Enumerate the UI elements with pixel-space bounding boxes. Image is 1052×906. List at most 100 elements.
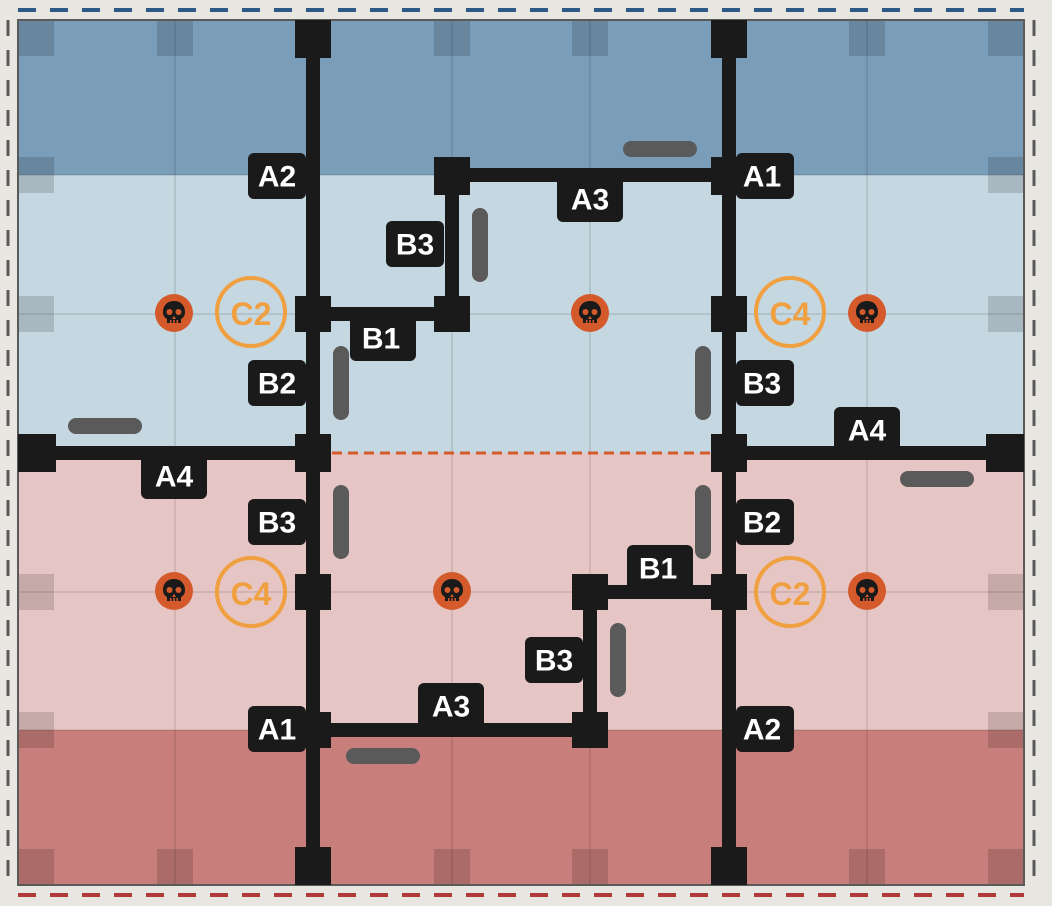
grid-anchor [988, 296, 1024, 332]
objective-label: C2 [231, 296, 272, 332]
wall-node [295, 20, 331, 58]
grid-anchors [18, 20, 1024, 885]
barricade [472, 208, 488, 282]
wall-node [711, 296, 747, 332]
wall-label-b3-top-right: B3 [736, 360, 794, 406]
barricade [623, 141, 697, 157]
wall-node [711, 434, 747, 472]
barricades [68, 141, 974, 764]
wall-label-b1-top: B1 [350, 315, 416, 361]
edge-markers [6, 8, 1036, 897]
wall-node [295, 296, 331, 332]
skull-icon [155, 572, 193, 610]
grid-anchor [18, 20, 54, 56]
wall-label-a4-right: A4 [834, 407, 900, 453]
objective-label: C4 [231, 576, 272, 612]
wall-label-text: A3 [432, 691, 470, 724]
wall-label-text: A1 [258, 714, 296, 747]
wall-label-text: B1 [362, 323, 400, 356]
grid-anchor [988, 157, 1024, 193]
barricade [346, 748, 420, 764]
wall-label-text: A2 [743, 714, 781, 747]
wall-label-b2-bottom-right: B2 [736, 499, 794, 545]
objectives: C2 C4 C4 C2 [215, 276, 826, 628]
barricade [695, 485, 711, 559]
grid-anchor [988, 849, 1024, 885]
wall-label-b3-bottom: B3 [525, 637, 583, 683]
skull-icon [433, 572, 471, 610]
skull-icon [571, 294, 609, 332]
zones [18, 20, 1024, 885]
wall-label-a2-top-left: A2 [248, 153, 306, 199]
objective-marker-icon: C4 [754, 276, 826, 348]
grid-anchor [572, 849, 608, 885]
grid-anchor [434, 849, 470, 885]
barricade [900, 471, 974, 487]
wall-label-a1-top-right: A1 [736, 153, 794, 199]
objective-marker-icon: C4 [215, 556, 287, 628]
wall-label-text: A1 [743, 161, 781, 194]
wall-label-a3-top: A3 [557, 176, 623, 222]
wall-label-text: B3 [535, 645, 573, 678]
wall-label-text: B1 [639, 553, 677, 586]
wall-label-b3-top-left: B3 [386, 221, 444, 267]
objective-label: C4 [770, 296, 811, 332]
wall-label-text: B3 [258, 507, 296, 540]
objective-marker-icon: C2 [754, 556, 826, 628]
wall-node [434, 296, 470, 332]
wall-label-text: B3 [743, 368, 781, 401]
wall-node [711, 20, 747, 58]
wall-node [986, 434, 1024, 472]
barricade [333, 346, 349, 420]
wall-node [711, 847, 747, 885]
wall-labels: A2 A3 A1 B3 B1 B2 B3 A4 [141, 153, 900, 752]
grid-anchor [18, 296, 54, 332]
wall-label-a3-bottom: A3 [418, 683, 484, 729]
grid-anchor [18, 574, 54, 610]
wall-node [295, 574, 331, 610]
wall-label-text: B2 [743, 507, 781, 540]
wall-node [572, 712, 608, 748]
grid-anchor [988, 574, 1024, 610]
wall-label-text: A4 [155, 461, 194, 494]
wall-nodes [18, 20, 1024, 885]
wall-label-a2-bottom-right: A2 [736, 706, 794, 752]
objective-label: C2 [770, 576, 811, 612]
wall-label-b1-bottom: B1 [627, 545, 693, 591]
skull-icon [848, 572, 886, 610]
objective-marker-icon: C2 [215, 276, 287, 348]
wall-label-text: A4 [848, 415, 887, 448]
skull-icon [848, 294, 886, 332]
barricade [695, 346, 711, 420]
grid-anchor [849, 20, 885, 56]
wall-node [711, 574, 747, 610]
grid-anchor [434, 20, 470, 56]
wall-label-text: A3 [571, 184, 609, 217]
grid-anchor [572, 20, 608, 56]
grid-anchor [849, 849, 885, 885]
grid-anchor [157, 849, 193, 885]
grid-anchor [988, 20, 1024, 56]
wall-node [295, 434, 331, 472]
wall-label-text: A2 [258, 161, 296, 194]
barricade [610, 623, 626, 697]
blue-deployment-zone [18, 20, 1024, 175]
red-deployment-zone [18, 730, 1024, 885]
wall-label-b3-bottom-left: B3 [248, 499, 306, 545]
barricade [333, 485, 349, 559]
wall-node [18, 434, 56, 472]
grid-anchor [18, 849, 54, 885]
wall-label-a1-bottom-left: A1 [248, 706, 306, 752]
wall-label-b2-top-left: B2 [248, 360, 306, 406]
grid-anchor [18, 712, 54, 748]
grid-anchor [157, 20, 193, 56]
barricade [68, 418, 142, 434]
wall-node [434, 157, 470, 195]
wall-label-text: B3 [396, 229, 434, 262]
wall-label-a4-left: A4 [141, 453, 207, 499]
wall-node [572, 574, 608, 610]
wall-label-text: B2 [258, 368, 296, 401]
skull-icon [155, 294, 193, 332]
grid-anchor [988, 712, 1024, 748]
